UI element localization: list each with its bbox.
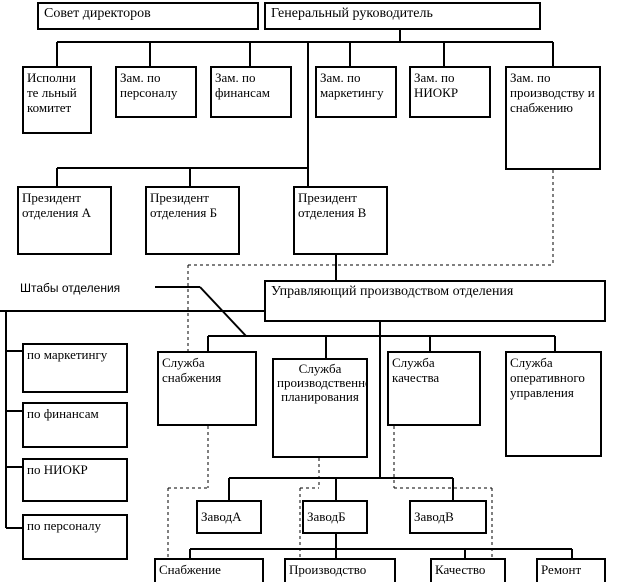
plant-b-box: ЗаводБ [302,500,368,534]
ceo-box: Генеральный руководитель [264,2,541,30]
president-division-a-box: Президент отделения А [17,186,112,255]
unit-production-box: Производство [284,558,396,582]
staff-finance-box: по финансам [22,402,128,448]
deputy-finance-box: Зам. по финансам [210,66,292,118]
deputy-marketing-box: Зам. по маркетингу [315,66,397,118]
executive-committee-box: Исполни те льный комитет [22,66,92,134]
president-division-b-box: Президент отделения Б [145,186,240,255]
unit-repair-box: Ремонт [536,558,606,582]
plant-v-box: ЗаводВ [409,500,487,534]
division-production-manager-box: Управляющий производством отделения [264,280,606,322]
plant-a-box: ЗаводА [196,500,262,534]
staff-marketing-box: по маркетингу [22,343,128,393]
production-planning-service-box: Служба производственного планирования [272,358,368,458]
division-staff-label: Штабы отделения [20,281,121,295]
supply-service-box: Служба снабжения [157,351,257,426]
unit-supply-box: Снабжение [154,558,264,582]
deputy-rnd-box: Зам. по НИОКР [409,66,491,118]
quality-service-box: Служба качества [387,351,481,426]
board-of-directors-box: Совет директоров [37,2,259,30]
president-division-v-box: Президент отделения В [293,186,388,255]
staff-personnel-box: по персоналу [22,514,128,560]
deputy-production-supply-box: Зам. по производству и снабжению [505,66,601,170]
operational-management-service-box: Служба оперативного управления [505,351,602,457]
staff-rnd-box: по НИОКР [22,458,128,502]
deputy-personnel-box: Зам. по персоналу [115,66,197,118]
unit-quality-box: Качество [430,558,506,582]
